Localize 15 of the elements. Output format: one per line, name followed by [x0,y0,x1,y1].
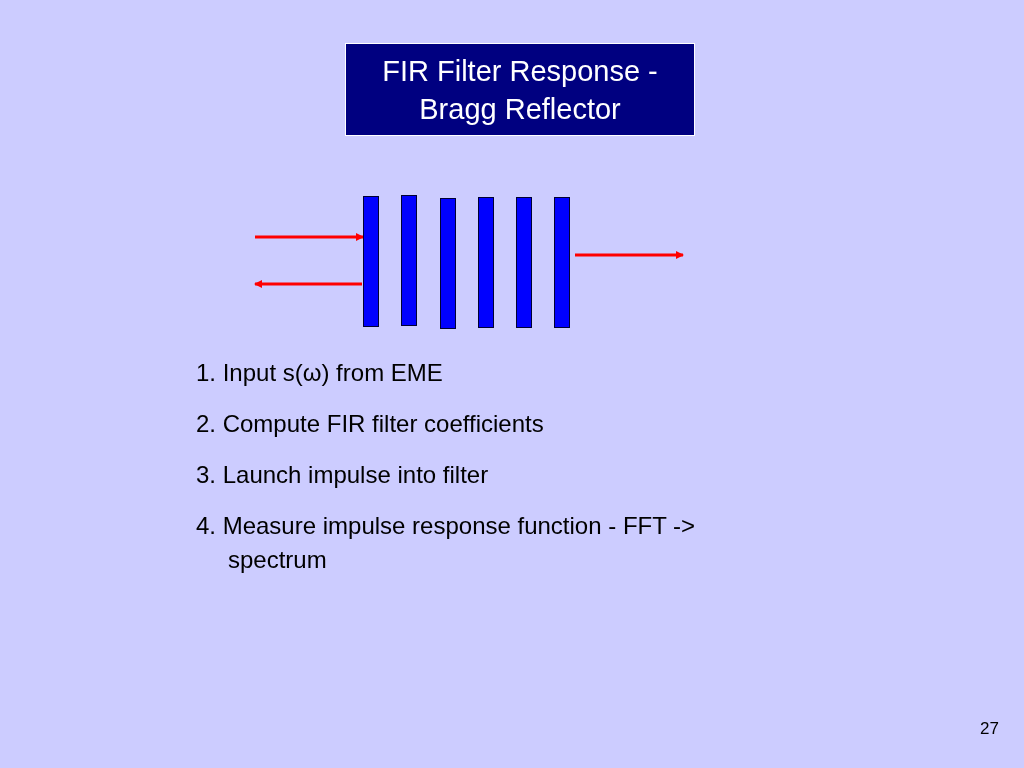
filter-bar [401,195,417,326]
list-item: 4. Measure impulse response function - FFT -> spectrum [196,511,697,575]
list-item: 1. Input s(ω) from EME [196,358,444,388]
arrow [254,280,362,288]
arrow [255,233,364,241]
filter-bar [440,198,456,329]
arrow [575,251,684,259]
page-number: 27 [980,718,999,740]
list-item: 3. Launch impulse into filter [196,460,490,490]
filter-bar [478,197,494,328]
list-item: 2. Compute FIR filter coefficients [196,409,545,439]
title-box: FIR Filter Response - Bragg Reflector [345,43,695,136]
filter-bar [554,197,570,328]
filter-bar [516,197,532,328]
filter-bar [363,196,379,327]
